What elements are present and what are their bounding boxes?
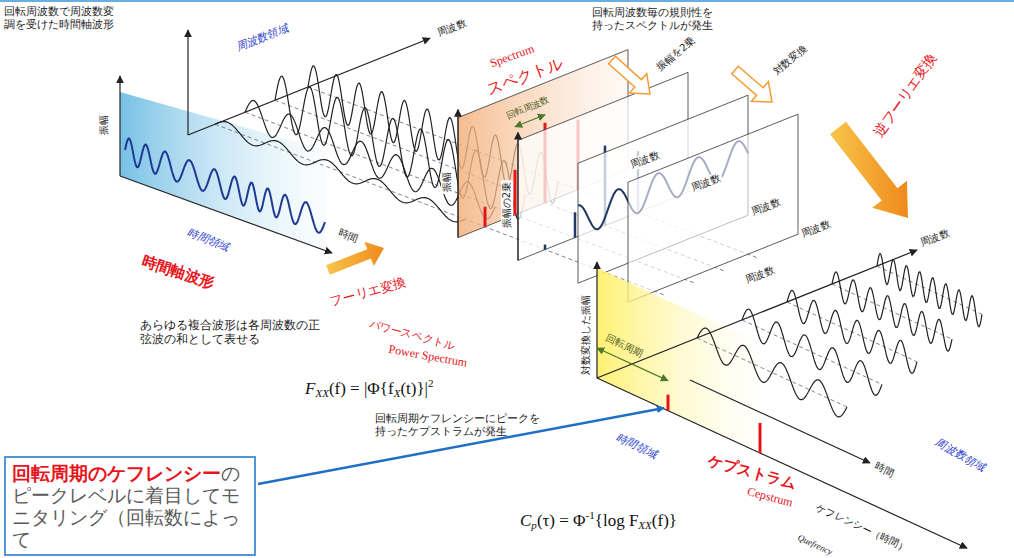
label: 周波数領域 [933, 436, 987, 475]
label: 周波数 [742, 263, 778, 287]
amplitude-axis [596, 262, 597, 378]
label: 回転周波数で周波数変 調を受けた時間軸波形 [4, 5, 118, 31]
label: 時間 [337, 227, 360, 245]
label: 逆フーリエ変換 [870, 50, 940, 140]
header-rule [0, 0, 1014, 2]
frequency-plane [628, 114, 798, 302]
operation-arrow [732, 66, 772, 102]
inverse-fourier-arrow [830, 122, 908, 218]
label: 周波数 [436, 17, 468, 39]
amplitude-axis [187, 30, 188, 135]
sine-component [832, 272, 952, 351]
label: 時間領域 [613, 431, 658, 462]
formula-term: -1 [586, 509, 595, 521]
amplitude-axis [457, 110, 458, 238]
callout-text: 回転周期のケフレンシー [12, 462, 221, 484]
label: フーリエ変換 [328, 274, 407, 309]
power-bar [544, 245, 547, 250]
formula-term: X [394, 387, 401, 399]
label: 周波数 [798, 217, 834, 241]
quefrency-axis [597, 378, 967, 548]
leader-arrow [258, 408, 664, 484]
operation-arrow [609, 56, 650, 94]
label: 回転周波数毎の規則性を 持ったスペクトルが発生 [592, 6, 718, 32]
label: 振幅の2乗 [501, 180, 513, 230]
label: Quefrency [796, 532, 834, 557]
spectrum-bar [514, 170, 517, 215]
time-axis [690, 380, 870, 463]
label: 対数変換 [771, 43, 809, 78]
label: 時間 [872, 460, 895, 479]
sine-component [742, 309, 882, 395]
formula-term: 2 [428, 377, 434, 389]
formula-term: F [305, 379, 315, 398]
formula: Cp(τ) = Φ-1{log FXX(f)} [520, 508, 677, 533]
formula-term: C [520, 511, 531, 530]
cepstrum-plane [597, 268, 762, 454]
label: 時間領域 [185, 226, 231, 255]
formula-term: (τ) = Φ [537, 511, 586, 530]
label: 回転周期ケフレンシーにピークを 持ったケプストラムが発生 [375, 412, 545, 438]
label: 振幅を2乗 [654, 34, 697, 73]
fm-waveform [125, 138, 325, 232]
cepstrum-peak [667, 395, 670, 411]
fourier-arrow [326, 242, 384, 275]
sine-component [787, 290, 917, 373]
sine-component [697, 328, 847, 417]
formula-term: {log F [595, 511, 639, 530]
label: 振幅 [98, 115, 110, 135]
formula-term: (t)}| [400, 379, 428, 398]
label: 振幅 [441, 170, 453, 194]
label: あらゆる複合波形は各周波数の正 弦波の和として表せる [140, 318, 326, 347]
label: 周波数 [919, 227, 951, 249]
frequency-axis [597, 250, 917, 378]
spectrum-bar [484, 207, 487, 227]
time-domain-plane [120, 92, 325, 250]
amplitude-axis [119, 76, 120, 176]
power-bar [574, 212, 577, 237]
callout-box: 回転周期のケフレンシーのピークレベルに着目してモニタリング（回転数によって [4, 456, 256, 556]
formula-term: (f) = |Φ{f [329, 379, 394, 398]
cepstrum-peak [759, 423, 762, 453]
formula-term: XX [315, 387, 329, 399]
amplitude-axis [517, 132, 518, 260]
sine-component [877, 254, 982, 327]
label: 時間軸波形 [140, 252, 217, 292]
label: 周波数領域 [234, 22, 290, 55]
formula: FXX(f) = |Φ{fX(t)}|2 [305, 376, 434, 401]
formula-term: (f)} [652, 511, 677, 530]
label: 対数変換した振幅 [580, 295, 592, 375]
formula-term: XX [638, 519, 652, 531]
formula-term: p [531, 519, 537, 531]
